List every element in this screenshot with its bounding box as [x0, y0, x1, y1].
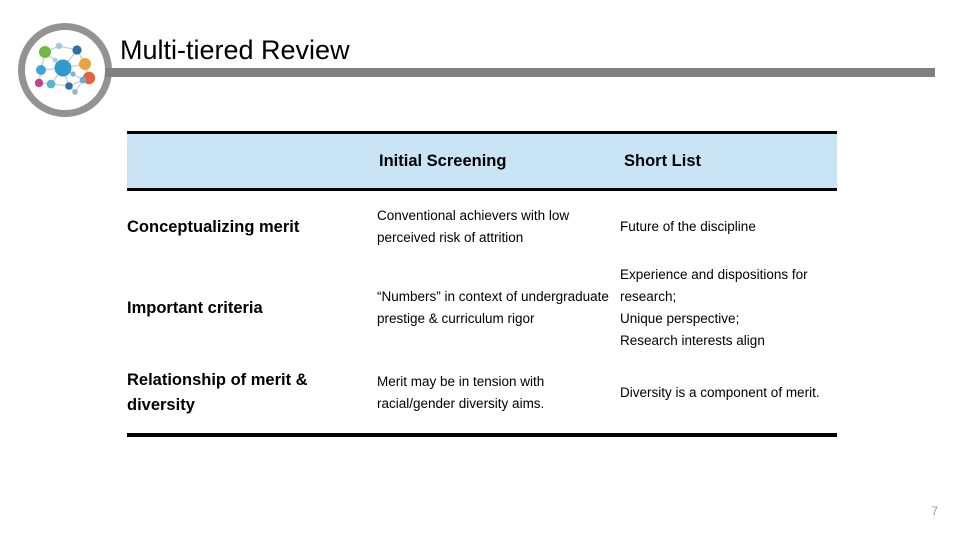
- table-row: Relationship of merit & diversity Merit …: [127, 353, 837, 437]
- page-number: 7: [931, 504, 938, 518]
- multi-tiered-review-table: Initial Screening Short List Conceptuali…: [127, 131, 837, 437]
- title-divider-rule: [105, 68, 935, 77]
- column-header-initial-screening: Initial Screening: [377, 131, 620, 191]
- table-header-row: Initial Screening Short List: [127, 131, 837, 191]
- logo-ring: [18, 23, 112, 117]
- column-header-short-list: Short List: [620, 131, 837, 191]
- cell-initial-screening-row1: Conventional achievers with low perceive…: [377, 208, 570, 245]
- slide-header: Multi-tiered Review: [0, 0, 960, 120]
- cell-short-list-row2: Experience and dispositions for research…: [620, 267, 808, 348]
- network-graph-icon: [34, 42, 96, 95]
- row-label-relationship-of-merit-and-diversity: Relationship of merit & diversity: [127, 353, 377, 437]
- table-body: Conceptualizing merit Conventional achie…: [127, 190, 837, 437]
- table-header: Initial Screening Short List: [127, 131, 837, 191]
- cell-initial-screening-row2: “Numbers” in context of undergraduate pr…: [377, 289, 609, 326]
- page-title: Multi-tiered Review: [120, 35, 350, 65]
- cell-initial-screening-row3: Merit may be in tension with racial/gend…: [377, 353, 620, 437]
- network-nodes-logo: [18, 23, 112, 117]
- table-row: Conceptualizing merit Conventional achie…: [127, 190, 837, 264]
- row-label-conceptualizing-merit: Conceptualizing merit: [127, 217, 300, 236]
- cell-short-list-row3: Diversity is a component of merit.: [620, 353, 837, 437]
- column-header-corner: [127, 131, 377, 191]
- row-label-important-criteria: Important criteria: [127, 298, 263, 317]
- cell-short-list-row1: Future of the discipline: [620, 219, 756, 234]
- table-row: Important criteria “Numbers” in context …: [127, 263, 837, 353]
